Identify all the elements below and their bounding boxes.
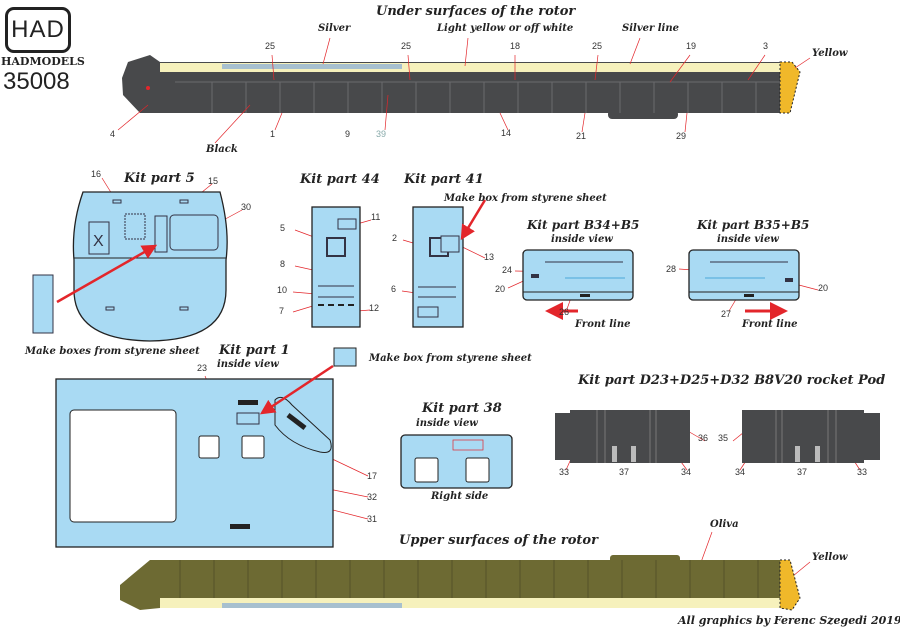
callout-number: 18 (510, 41, 521, 51)
kit-part-5-drawing: X (32, 191, 228, 342)
under-rotor-blade (122, 55, 801, 119)
kit-part-b35-drawing (688, 249, 800, 320)
kit-part-38-sub: inside view (416, 418, 478, 429)
callout-number: 25 (592, 41, 603, 51)
had-logo: HAD (5, 7, 71, 53)
kit-part-5-title: Kit part 5 (124, 171, 195, 186)
callout-number: 34 (735, 467, 746, 477)
kit-part-1-title: Kit part 1 (219, 343, 290, 358)
label-silver-line: Silver line (622, 23, 679, 34)
product-code: 35008 (3, 68, 70, 95)
callout-number: 37 (619, 467, 630, 477)
kit-part-38-title: Kit part 38 (422, 401, 502, 416)
kit-part-b35-title: Kit part B35+B5 (697, 218, 810, 232)
b35-front-line: Front line (742, 319, 798, 330)
callout-number: 25 (265, 41, 276, 51)
under-surfaces-title: Under surfaces of the rotor (376, 4, 576, 19)
callout-number: 19 (686, 41, 697, 51)
callout-number: 39 (376, 129, 387, 139)
kit-part-1-note: Make box from styrene sheet (369, 353, 532, 364)
callout-number: 37 (797, 467, 808, 477)
kit-part-b34-drawing (522, 249, 634, 320)
callout-number: 34 (681, 467, 692, 477)
callout-number: 2 (392, 233, 398, 243)
brand-name: HADMODELS (1, 55, 85, 68)
kit-part-b34-title: Kit part B34+B5 (527, 218, 640, 232)
callout-number: 14 (501, 128, 512, 138)
kit-part-44-drawing (311, 206, 361, 328)
rocket-pod-title: Kit part D23+D25+D32 B8V20 rocket Pod (578, 373, 886, 388)
callout-number: 30 (241, 202, 252, 212)
kit-part-38-drawing (400, 434, 513, 489)
label-yellow-upper: Yellow (812, 552, 848, 563)
callout-number: 26 (559, 307, 570, 317)
label-silver: Silver (318, 23, 351, 34)
kit-part-b34-sub: inside view (551, 234, 613, 245)
rocket-pod-right-drawing (742, 410, 880, 463)
kit-part-41-drawing (412, 199, 487, 328)
kit-part-44-title: Kit part 44 (300, 172, 380, 187)
upper-surfaces-title: Upper surfaces of the rotor (399, 533, 598, 548)
callout-number: 36 (698, 433, 709, 443)
callout-number: 32 (367, 492, 378, 502)
callout-number: 28 (666, 264, 677, 274)
rocket-pod-left-drawing (555, 410, 690, 463)
credit: All graphics by Ferenc Szegedi 2019 (678, 614, 900, 627)
callout-number: 21 (576, 131, 587, 141)
callout-number: 33 (857, 467, 868, 477)
callout-number: 20 (818, 283, 829, 293)
kit-part-5-note: Make boxes from styrene sheet (25, 346, 200, 357)
label-light-yellow: Light yellow or off white (437, 23, 574, 34)
callout-number: 1 (270, 129, 276, 139)
callout-number: 9 (345, 129, 351, 139)
callout-number: 17 (367, 471, 378, 481)
callout-number: 3 (763, 41, 769, 51)
callout-number: 12 (369, 303, 380, 313)
callout-number: 8 (280, 259, 286, 269)
callout-number: 24 (502, 265, 513, 275)
callout-number: 16 (91, 169, 102, 179)
kit-part-38-side: Right side (431, 491, 489, 502)
upper-rotor-blade (120, 555, 801, 611)
kit-part-1-drawing (55, 347, 357, 548)
kit-part-b35-sub: inside view (717, 234, 779, 245)
callout-number: 11 (371, 212, 381, 222)
svg-text:X: X (93, 233, 104, 250)
callout-number: 35 (718, 433, 729, 443)
label-yellow-under: Yellow (812, 48, 848, 59)
callout-number: 25 (401, 41, 412, 51)
callout-number: 5 (280, 223, 286, 233)
kit-part-41-title: Kit part 41 (404, 172, 484, 187)
b34-front-line: Front line (575, 319, 631, 330)
callout-number: 23 (197, 363, 208, 373)
callout-number: 10 (277, 285, 288, 295)
callout-number: 4 (110, 129, 116, 139)
callout-number: 7 (279, 306, 285, 316)
callout-number: 6 (391, 284, 397, 294)
label-black: Black (206, 144, 238, 155)
callout-number: 13 (484, 252, 495, 262)
callout-number: 29 (676, 131, 687, 141)
kit-part-41-note: Make box from styrene sheet (444, 193, 607, 204)
callout-number: 27 (721, 309, 732, 319)
callout-number: 33 (559, 467, 570, 477)
callout-number: 20 (495, 284, 506, 294)
label-oliva: Oliva (710, 519, 739, 530)
kit-part-1-sub: inside view (217, 359, 279, 370)
callout-number: 15 (208, 176, 219, 186)
callout-number: 31 (367, 514, 378, 524)
